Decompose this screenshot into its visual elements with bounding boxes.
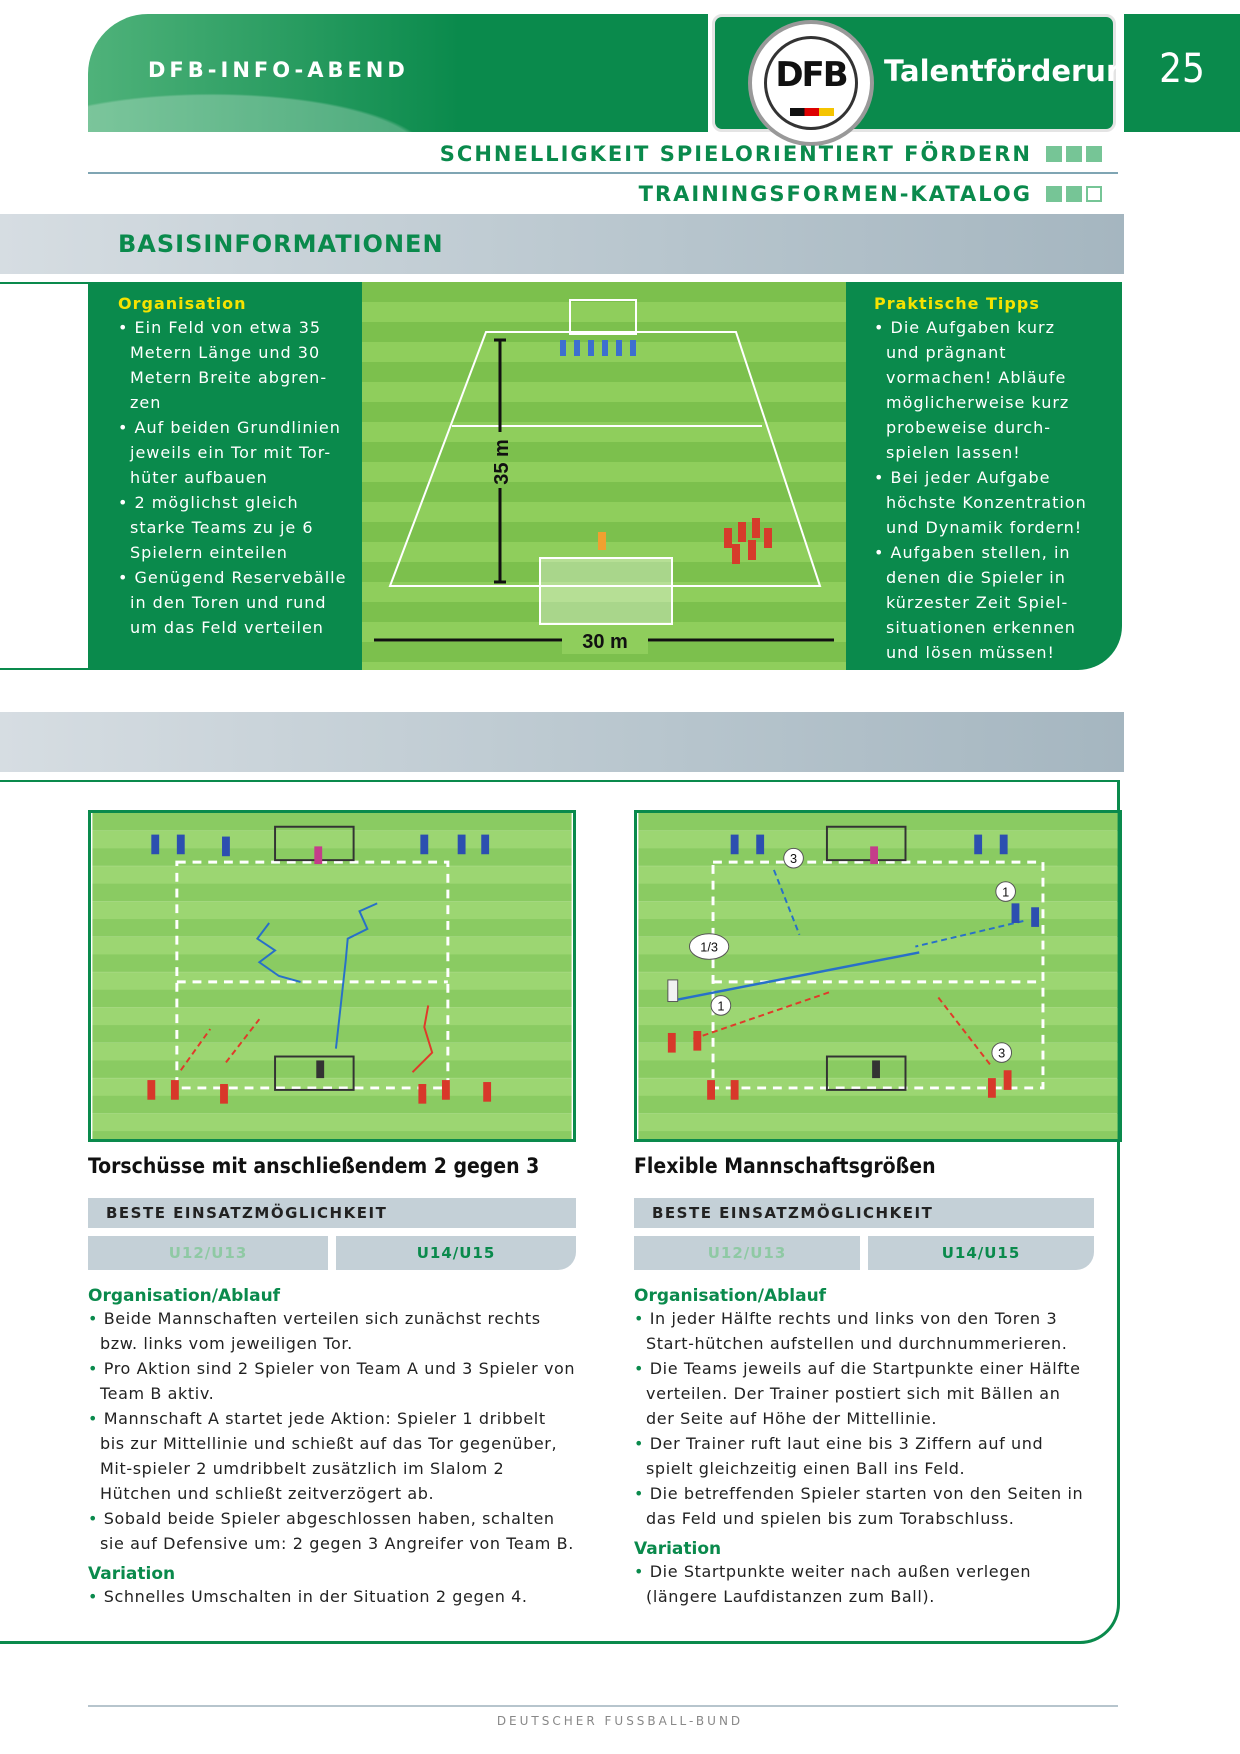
diagram-label: 3	[998, 1046, 1005, 1061]
org-item: Die betreffenden Spieler starten von den…	[634, 1481, 1094, 1531]
section-bar-basis	[0, 214, 1124, 274]
subtitle-2: TRAININGSFORMEN-KATALOG	[638, 182, 1032, 206]
tipps-title: Praktische Tipps	[874, 294, 1040, 313]
org-title: Organisation/Ablauf	[634, 1286, 827, 1306]
exercises-frame	[0, 780, 1120, 1644]
header-divider	[88, 172, 1118, 174]
organisation-column: Organisation Ein Feld von etwa 35 Metern…	[118, 294, 358, 640]
red-team	[724, 518, 772, 564]
diagram-label: 3	[790, 851, 797, 866]
dfb-logo-stripes	[790, 108, 834, 116]
age-u12: U12/U13	[634, 1236, 860, 1270]
near-goal	[539, 557, 673, 625]
basis-rule-top	[0, 282, 88, 284]
field-illustration: 35 m 30 m	[362, 282, 846, 670]
footer-divider	[88, 1705, 1118, 1707]
variation-title: Variation	[88, 1564, 176, 1584]
exercise-2-diagram: 3 1 1/3 1 3	[634, 810, 1122, 1142]
basis-title: BASISINFORMATIONEN	[118, 230, 444, 258]
age-u14: U14/U15	[868, 1236, 1094, 1270]
progress-blocks-icon	[1046, 146, 1108, 162]
diagram-label: 1/3	[700, 939, 718, 954]
org-item: Die Teams jeweils auf die Startpunkte ei…	[634, 1356, 1094, 1431]
organisation-title: Organisation	[118, 294, 247, 313]
progress-blocks-icon	[1046, 186, 1108, 202]
subtitle-2-row: TRAININGSFORMEN-KATALOG	[639, 182, 1108, 206]
org-item: Pro Aktion sind 2 Spieler von Team A und…	[88, 1356, 576, 1406]
blue-team	[560, 340, 636, 356]
org-item: Der Trainer ruft laut eine bis 3 Ziffern…	[634, 1431, 1094, 1481]
org-item: Beide Mannschaften verteilen sich zunäch…	[88, 1306, 576, 1356]
exercise-2-title: Flexible Mannschaftsgrößen	[634, 1154, 936, 1178]
org-item: In jeder Hälfte rechts und links von den…	[634, 1306, 1094, 1356]
variation-title: Variation	[634, 1539, 722, 1559]
field-width-label: 30 m	[582, 631, 628, 653]
diagram-label: 1	[717, 998, 724, 1013]
exercise-1-diagram	[88, 810, 576, 1142]
beste-label: BESTE EINSATZMÖGLICHKEIT	[88, 1198, 576, 1228]
section-bar-exercises	[0, 712, 1124, 772]
org-title: Organisation/Ablauf	[88, 1286, 281, 1306]
diagram-label: 1	[1002, 884, 1009, 899]
beste-label: BESTE EINSATZMÖGLICHKEIT	[634, 1198, 1094, 1228]
tipps-item: Bei jeder Aufgabe höchste Konzentration …	[874, 465, 1094, 540]
organisation-item: 2 möglichst gleich starke Teams zu je 6 …	[118, 490, 358, 565]
organisation-item: Auf beiden Grundlinien jeweils ein Tor m…	[118, 415, 358, 490]
tipps-item: Die Aufgaben kurz und prägnant vormachen…	[874, 315, 1094, 465]
variation-item: Die Startpunkte weiter nach außen verleg…	[634, 1559, 1094, 1609]
tipps-column: Praktische Tipps Die Aufgaben kurz und p…	[874, 294, 1094, 665]
dfb-logo-text: DFB	[775, 55, 848, 95]
header-left-title: DFB-INFO-ABEND	[148, 58, 409, 82]
exercise-1-title: Torschüsse mit anschließendem 2 gegen 3	[88, 1154, 540, 1178]
subtitle-1-row: SCHNELLIGKEIT SPIELORIENTIERT FÖRDERN	[440, 142, 1108, 166]
field-length-label: 35 m	[491, 439, 513, 485]
subtitle-1: SCHNELLIGKEIT SPIELORIENTIERT FÖRDERN	[439, 142, 1032, 166]
variation-item: Schnelles Umschalten in der Situation 2 …	[88, 1584, 576, 1609]
organisation-item: Genügend Reservebälle in den Toren und r…	[118, 565, 358, 640]
exercise-1-block: Torschüsse mit anschließendem 2 gegen 3 …	[88, 1154, 576, 1609]
org-item: Mannschaft A startet jede Aktion: Spiele…	[88, 1406, 576, 1506]
header-banner	[88, 14, 708, 132]
page-number-box	[1124, 14, 1240, 132]
org-item: Sobald beide Spieler abgeschlossen haben…	[88, 1506, 576, 1556]
footer-text: DEUTSCHER FUSSBALL-BUND	[496, 1714, 744, 1728]
age-u12: U12/U13	[88, 1236, 328, 1270]
brand-title: Talentförderung	[884, 54, 1148, 88]
exercise-2-block: Flexible Mannschaftsgrößen BESTE EINSATZ…	[634, 1154, 1094, 1609]
goalkeeper	[598, 532, 606, 550]
basis-rule-bottom	[0, 668, 88, 670]
organisation-item: Ein Feld von etwa 35 Metern Länge und 30…	[118, 315, 358, 415]
page-number: 25	[1159, 46, 1205, 92]
far-goal	[569, 299, 637, 335]
tipps-item: Aufgaben stellen, in denen die Spieler i…	[874, 540, 1094, 665]
age-u14: U14/U15	[336, 1236, 576, 1270]
